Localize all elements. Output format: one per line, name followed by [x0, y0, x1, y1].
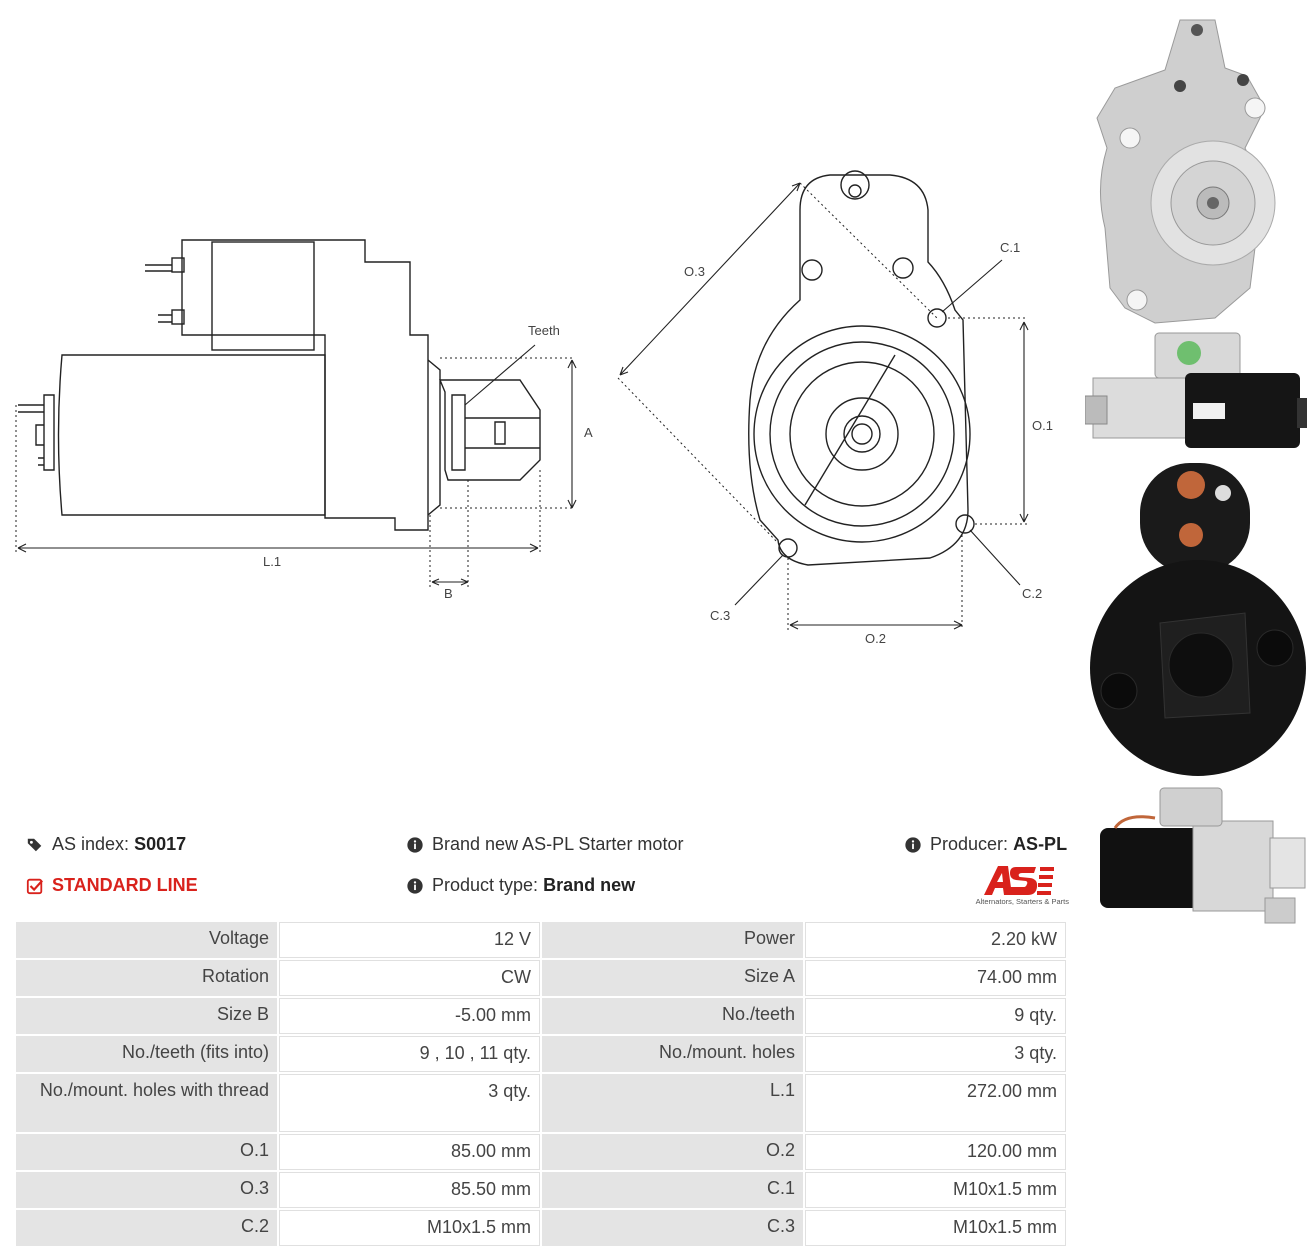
spec-value: 3 qty. — [279, 1074, 540, 1132]
spec-value: M10x1.5 mm — [805, 1172, 1066, 1208]
spec-label: Voltage — [16, 922, 278, 958]
check-square-icon — [26, 878, 44, 894]
as-index-label: AS index: — [52, 834, 130, 854]
label-a: A — [584, 425, 593, 440]
spec-value: 2.20 kW — [805, 922, 1066, 958]
description-text: Brand new AS-PL Starter motor — [432, 834, 684, 854]
tags-icon — [27, 838, 42, 851]
spec-value: 3 qty. — [805, 1036, 1066, 1072]
spec-value: CW — [279, 960, 540, 996]
product-type: Product type: Brand new — [406, 875, 635, 896]
spec-value: 9 qty. — [805, 998, 1066, 1034]
spec-label: No./teeth (fits into) — [16, 1036, 278, 1072]
mount-hole-c1 — [927, 308, 947, 328]
label-l1: L.1 — [263, 554, 281, 569]
spec-row: No./teeth (fits into)9 , 10 , 11 qty.No.… — [16, 1036, 1066, 1072]
spec-label: L.1 — [541, 1074, 804, 1132]
spec-label: C.3 — [541, 1210, 804, 1246]
spec-value: M10x1.5 mm — [279, 1210, 540, 1246]
drive-end-housing — [427, 359, 541, 516]
as-pl-logo: Alternators, Starters & Parts — [964, 864, 1069, 908]
product-description: Brand new AS-PL Starter motor — [406, 834, 683, 855]
spec-label: Size B — [16, 998, 278, 1034]
label-o3: O.3 — [684, 264, 705, 279]
solenoid-outline — [181, 239, 429, 531]
spec-label: No./teeth — [541, 998, 804, 1034]
photo-rear-cap[interactable] — [1085, 463, 1311, 783]
info-icon — [407, 836, 423, 853]
product-type-label: Product type: — [432, 875, 539, 895]
spec-label: C.1 — [541, 1172, 804, 1208]
product-photos — [1084, 8, 1311, 928]
spec-label: Power — [541, 922, 804, 958]
producer-value: AS-PL — [1013, 834, 1068, 854]
producer-label: Producer: — [930, 834, 1009, 854]
spec-value: 85.00 mm — [279, 1134, 540, 1170]
photo-side-view[interactable] — [1085, 783, 1311, 933]
spec-label: Size A — [541, 960, 804, 996]
spec-label: O.2 — [541, 1134, 804, 1170]
photo-front-flange[interactable] — [1085, 8, 1311, 328]
spec-value: 272.00 mm — [805, 1074, 1066, 1132]
standard-line: STANDARD LINE — [26, 875, 198, 896]
spec-label: C.2 — [16, 1210, 278, 1246]
spec-value: -5.00 mm — [279, 998, 540, 1034]
spec-value: 74.00 mm — [805, 960, 1066, 996]
spec-label: Rotation — [16, 960, 278, 996]
label-teeth: Teeth — [528, 323, 560, 338]
spec-value: 120.00 mm — [805, 1134, 1066, 1170]
motor-body-outline — [57, 354, 326, 516]
mount-hole-c3 — [778, 538, 798, 558]
standard-line-text: STANDARD LINE — [52, 875, 198, 895]
label-o2: O.2 — [865, 631, 886, 646]
photo-side-label[interactable] — [1084, 328, 1311, 458]
logo-tagline: Alternators, Starters & Parts — [975, 897, 1069, 906]
spec-value: 9 , 10 , 11 qty. — [279, 1036, 540, 1072]
label-c3: C.3 — [710, 608, 730, 623]
solenoid-cap — [211, 241, 315, 351]
as-index-value: S0017 — [134, 834, 187, 854]
spec-label: O.3 — [16, 1172, 278, 1208]
label-c2: C.2 — [1022, 586, 1042, 601]
spec-value: M10x1.5 mm — [805, 1210, 1066, 1246]
drawing-svg: Teeth A L.1 B O.3 C.1 O.1 C.2 C.3 O.2 — [15, 170, 1053, 646]
as-logo-mark — [984, 866, 1054, 895]
spec-value: 12 V — [279, 922, 540, 958]
spec-label: No./mount. holes with thread — [16, 1074, 278, 1132]
flange-outline — [748, 174, 969, 566]
spec-value: 85.50 mm — [279, 1172, 540, 1208]
info-icon — [905, 836, 921, 853]
mount-hole-c2 — [955, 514, 975, 534]
producer: Producer: AS-PL — [904, 834, 1067, 855]
label-c1: C.1 — [1000, 240, 1020, 255]
as-index: AS index: S0017 — [26, 834, 186, 855]
technical-drawing: Teeth A L.1 B O.3 C.1 O.1 C.2 C.3 O.2 — [0, 150, 1080, 670]
spec-label: No./mount. holes — [541, 1036, 804, 1072]
product-info: AS index: S0017 STANDARD LINE Brand new … — [26, 830, 1071, 910]
label-o1: O.1 — [1032, 418, 1053, 433]
spec-label: O.1 — [16, 1134, 278, 1170]
info-icon — [407, 877, 423, 894]
label-b: B — [444, 586, 453, 601]
product-type-value: Brand new — [543, 875, 636, 895]
